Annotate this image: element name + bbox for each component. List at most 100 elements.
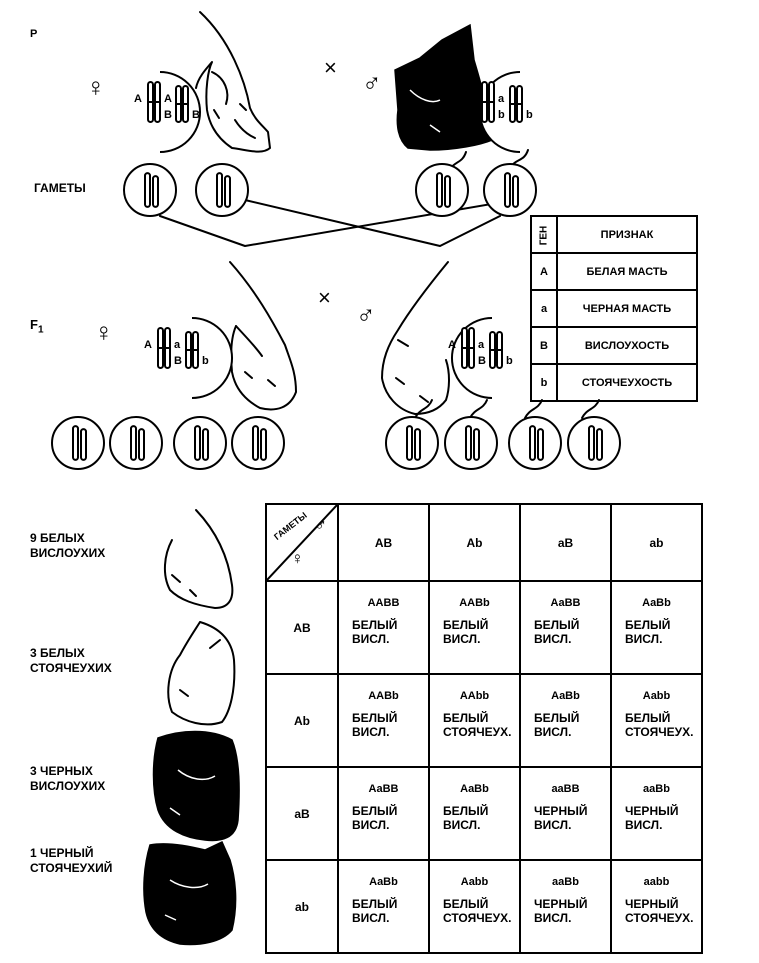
allele-letter: a <box>478 339 485 351</box>
phenotype-color: ЧЕРНЫЙ <box>625 804 679 818</box>
male-gamete-header: aB <box>519 503 612 582</box>
gametes-label: ГАМЕТЫ <box>34 181 86 195</box>
chromosome <box>80 428 87 461</box>
gamete-cross-line-1 <box>159 199 516 247</box>
p-male-pig-head <box>394 23 493 151</box>
chromosome <box>537 428 544 461</box>
genotype: AaBB <box>368 783 399 795</box>
female-gamete-header: Ab <box>265 673 339 768</box>
gene-cell: B <box>530 326 558 365</box>
trait-cell: БЕЛАЯ МАСТЬ <box>556 252 698 291</box>
f1-male-symbol: ♂ <box>356 300 376 330</box>
chromosome <box>202 428 209 461</box>
phenotype-color: БЕЛЫЙ <box>352 618 398 632</box>
generation-p-label: P <box>30 28 38 40</box>
genotype: AaBb <box>460 783 489 795</box>
male-gamete-header: Ab <box>428 503 521 582</box>
allele-letter: B <box>478 355 486 367</box>
genotype: AABb <box>459 597 490 609</box>
phenotype-color: БЕЛЫЙ <box>443 897 489 911</box>
f1-cross-symbol: × <box>318 285 331 310</box>
male-symbol: ♂ <box>362 68 382 98</box>
allele-letter: A <box>448 339 456 351</box>
sperm-tail-2 <box>469 399 488 419</box>
trait-cell: ВИСЛОУХОСТЬ <box>556 326 698 365</box>
phenotype-ears: ВИСЛ. <box>625 818 663 832</box>
allele-letter: a <box>498 93 505 105</box>
sperm-tail-4 <box>581 399 600 419</box>
phenotype-color: ЧЕРНЫЙ <box>625 897 679 911</box>
punnett-corner: ГАМЕТЫ ♂ ♀ <box>265 503 339 582</box>
cross-symbol: × <box>324 55 337 80</box>
genotype: Aabb <box>460 876 489 888</box>
phenotype-ears: ВИСЛ. <box>352 632 390 646</box>
phenotype-color: БЕЛЫЙ <box>443 618 489 632</box>
sperm-tail-1 <box>414 399 433 419</box>
phenotype-ears: СТОЯЧЕУХ. <box>625 725 694 739</box>
phenotype-color: БЕЛЫЙ <box>625 618 671 632</box>
male-gamete-header: AB <box>337 503 430 582</box>
chromosome <box>465 425 472 461</box>
phenotype-ears: ВИСЛ. <box>534 911 572 925</box>
chromosome <box>138 428 145 461</box>
chromosome <box>216 172 223 208</box>
allele-letter: b <box>506 355 513 367</box>
phenotype-ears: ВИСЛ. <box>625 632 663 646</box>
chromosome <box>512 175 519 208</box>
genotype: AaBb <box>369 876 398 888</box>
chromosome <box>260 428 267 461</box>
allele-letter: b <box>202 355 209 367</box>
phenotype-ears: ВИСЛ. <box>534 818 572 832</box>
phenotype-ears: ВИСЛ. <box>534 725 572 739</box>
f1-female-symbol: ♀ <box>94 317 114 347</box>
punnett-header-row: ГАМЕТЫ ♂ ♀ AB Ab aB ab <box>265 503 703 582</box>
gamete-cross-line-2 <box>244 199 501 247</box>
male-gamete-header: ab <box>610 503 703 582</box>
chromosome <box>406 425 413 461</box>
female-symbol: ♀ <box>86 72 106 102</box>
chromosome <box>252 425 259 461</box>
phenotype-ears: ВИСЛ. <box>443 632 481 646</box>
trait-cell: ЧЕРНАЯ МАСТЬ <box>556 289 698 328</box>
offspring-head-black-erect <box>143 840 237 946</box>
genotype: AABb <box>368 690 399 702</box>
phenotype-color: БЕЛЫЙ <box>625 711 671 725</box>
allele-letter: A <box>164 93 172 105</box>
chromosome <box>436 172 443 208</box>
phenotype-color: БЕЛЫЙ <box>534 618 580 632</box>
phenotype-ears: ВИСЛ. <box>352 725 390 739</box>
allele-letter: B <box>192 109 200 121</box>
f1-female-cell <box>191 317 233 399</box>
chromosome <box>194 425 201 461</box>
allele-letter: a <box>468 93 475 105</box>
genotype: AaBB <box>550 597 581 609</box>
phenotype-ears: СТОЯЧЕУХ. <box>443 725 512 739</box>
phenotype-color: ЧЕРНЫЙ <box>534 897 588 911</box>
phenotype-color: БЕЛЫЙ <box>443 804 489 818</box>
